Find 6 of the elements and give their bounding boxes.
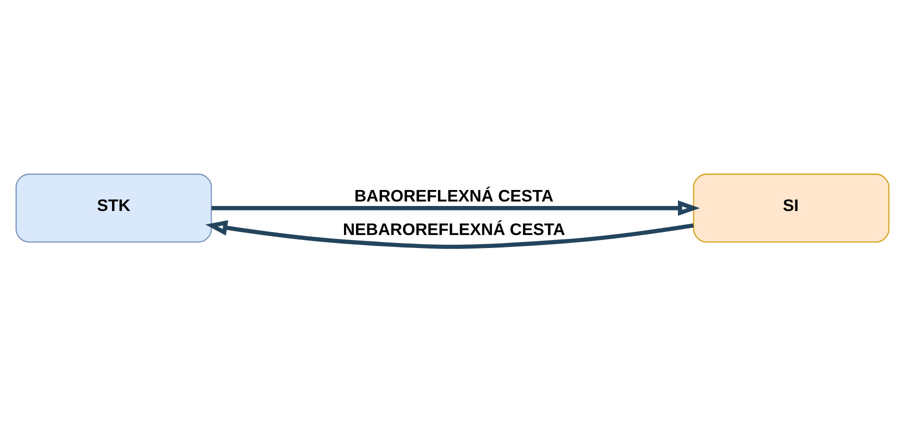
node-box: STK — [16, 174, 212, 243]
edge-label: NEBAROREFLEXNÁ CESTA — [342, 220, 566, 240]
arrow — [212, 200, 700, 216]
arrow — [205, 220, 694, 249]
node-box: SI — [693, 174, 890, 243]
edge-label: BAROREFLEXNÁ CESTA — [354, 186, 554, 206]
